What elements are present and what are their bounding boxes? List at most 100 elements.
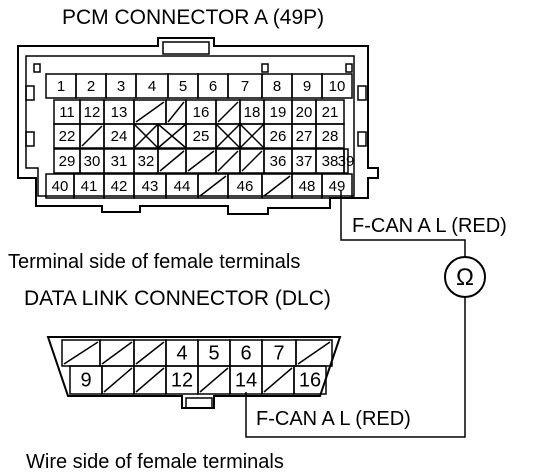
dlc-pin-label: 4	[176, 342, 187, 364]
pcm-empty-slot	[217, 150, 239, 172]
dlc-wire-label: F-CAN A L (RED)	[256, 408, 411, 430]
dlc-connector-title: DATA LINK CONNECTOR (DLC)	[24, 287, 331, 310]
pcm-pin-label: 28	[322, 128, 339, 145]
pcm-empty-slot	[217, 101, 239, 123]
dlc-empty-slot	[135, 341, 165, 365]
dlc-pin-label: 5	[208, 342, 219, 364]
pcm-pin-cell: 29	[53, 148, 81, 174]
dlc-pin-label: 6	[240, 342, 251, 364]
pcm-empty-slot	[81, 125, 103, 147]
pcm-pin-cell: 12	[79, 99, 105, 125]
pcm-pin-label: 44	[174, 178, 191, 195]
dlc-pin-cell: 12	[165, 365, 199, 395]
dlc-empty-slot	[103, 367, 133, 393]
dlc-empty-slot	[135, 367, 165, 393]
pcm-pin-cell: 22	[53, 123, 81, 149]
dlc-pin-label: 14	[235, 369, 257, 391]
dlc-empty-slot	[101, 341, 133, 365]
pcm-pin-label: 3	[117, 78, 125, 95]
pcm-pin-label: 31	[111, 153, 128, 170]
pcm-pin-cell	[215, 148, 241, 174]
dlc-pin-cell	[197, 365, 231, 395]
pcm-connector-housing	[17, 37, 379, 215]
pcm-pin-label: 43	[142, 178, 159, 195]
pcm-pin-label: 21	[322, 104, 339, 121]
pcm-pin-label: 11	[59, 104, 75, 121]
pcm-pin-cell: 44	[165, 173, 199, 199]
pcm-pin-label: 13	[111, 104, 128, 121]
pcm-pin-cell: 24	[103, 123, 135, 149]
dlc-pin-label: 9	[80, 369, 91, 391]
pcm-pin-cell: 9	[291, 73, 323, 99]
pcm-wire	[340, 190, 466, 258]
pcm-empty-slot	[135, 101, 165, 123]
pcm-pin-cell	[157, 123, 187, 149]
dlc-pin-label: 7	[273, 342, 284, 364]
pcm-blocked-slot	[133, 123, 159, 149]
dlc-pin-cell: 14	[229, 365, 263, 395]
pcm-pin-cell: 27	[291, 123, 317, 149]
pcm-pin-cell: 30	[79, 148, 105, 174]
dlc-side-caption: Wire side of female terminals	[26, 451, 284, 473]
pcm-pin-label: 2	[87, 78, 95, 95]
dlc-pin-label: 12	[171, 369, 193, 391]
pcm-pin-cell	[197, 173, 229, 199]
pcm-pin-label: 46	[237, 178, 254, 195]
pcm-pin-label: 40	[52, 178, 69, 195]
pcm-pin-cell: 7	[227, 73, 263, 99]
dlc-empty-slot	[199, 367, 229, 393]
pcm-pin-cell: 6	[197, 73, 229, 99]
pcm-pin-label: 26	[270, 128, 287, 145]
pcm-pin-cell: 26	[263, 123, 293, 149]
dlc-pin-cell: 5	[197, 339, 231, 367]
pcm-pin-cell: 32	[133, 148, 159, 174]
pcm-pin-label: 4	[148, 78, 156, 95]
pcm-pin-cell	[133, 99, 167, 125]
pcm-pin-label: 12	[84, 104, 101, 121]
pcm-pin-label: 25	[193, 128, 210, 145]
dlc-empty-slot	[63, 341, 99, 365]
pcm-pin-cell: 37	[291, 148, 317, 174]
pcm-blocked-slot	[215, 123, 241, 149]
pcm-pin-cell	[215, 99, 241, 125]
dlc-empty-slot	[263, 367, 293, 393]
ohmmeter-icon: Ω	[444, 256, 486, 298]
pcm-pin-label: 18	[244, 104, 261, 121]
pcm-pin-cell: 10	[321, 73, 353, 99]
pcm-connector-title: PCM CONNECTOR A (49P)	[62, 6, 324, 29]
pcm-pin-label: 16	[193, 104, 210, 121]
pcm-pin-cell: 16	[185, 99, 217, 125]
dlc-pin-cell	[133, 365, 167, 395]
pcm-pin-label: 32	[138, 153, 155, 170]
pcm-pin-cell	[239, 123, 265, 149]
pcm-pin-cell: 40	[45, 173, 75, 199]
pcm-pin-cell	[261, 173, 293, 199]
pcm-pin-label: 22	[59, 128, 76, 145]
pcm-pin-cell	[215, 123, 241, 149]
dlc-pin-cell	[61, 339, 101, 367]
pcm-pin-label: 24	[111, 128, 128, 145]
pcm-pin-cell	[165, 99, 187, 125]
dlc-pin-label: 16	[299, 369, 321, 391]
pcm-empty-slot	[167, 101, 185, 123]
dlc-empty-slot	[297, 341, 331, 365]
pcm-pin-cell: 19	[263, 99, 293, 125]
pcm-pin-cell: 21	[315, 99, 345, 125]
dlc-wire	[245, 297, 466, 438]
dlc-pin-cell	[261, 365, 295, 395]
pcm-pin-cell: 1	[45, 73, 77, 99]
pcm-blocked-slot	[239, 123, 265, 149]
pcm-pin-label: 20	[296, 104, 313, 121]
dlc-pin-cell: 9	[69, 365, 103, 395]
pcm-pin-label: 1	[57, 78, 65, 95]
dlc-pin-cell: 4	[165, 339, 199, 367]
pcm-pin-cell: 5	[167, 73, 199, 99]
pcm-pin-label: 7	[241, 78, 249, 95]
dlc-pin-cell	[101, 365, 135, 395]
pcm-pin-cell: 20	[291, 99, 317, 125]
pcm-pin-cell: 41	[73, 173, 105, 199]
pcm-empty-slot	[199, 175, 227, 197]
pcm-pin-label: 6	[209, 78, 217, 95]
